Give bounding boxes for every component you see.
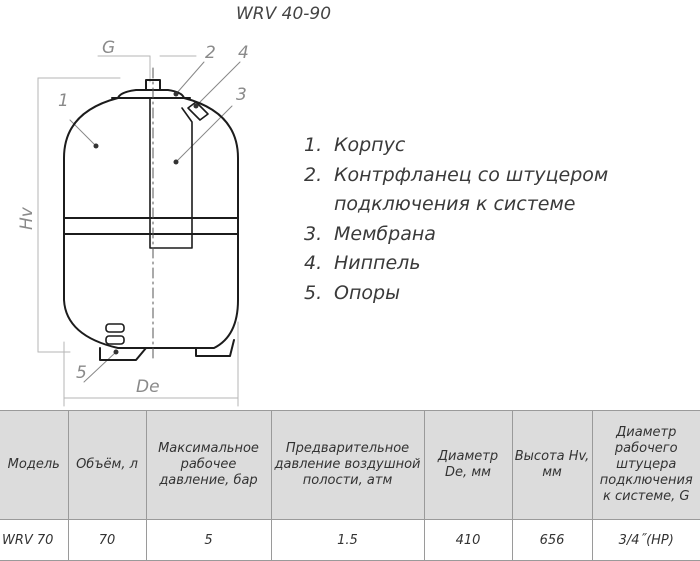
label-de: De bbox=[136, 377, 160, 397]
legend-item: подключения к системе bbox=[334, 193, 576, 215]
legend-item: 4.Ниппель bbox=[304, 252, 421, 274]
label-g: G bbox=[102, 38, 115, 58]
table-row: WRV 70 70 5 1.5 410 656 3/4˝(НР) bbox=[0, 519, 700, 561]
table-header-row: Модель Объём, л Максимальное рабочее дав… bbox=[0, 410, 700, 520]
header-model: Модель bbox=[0, 410, 69, 520]
cell-max-pressure: 5 bbox=[145, 519, 272, 561]
legend-item: 1.Корпус bbox=[304, 134, 406, 156]
callout-5: 5 bbox=[76, 363, 87, 383]
parts-legend: 1.Корпус 2.Контрфланец со штуцером подкл… bbox=[304, 131, 608, 308]
callout-3: 4 bbox=[238, 43, 249, 63]
cell-precharge: 1.5 bbox=[270, 519, 425, 561]
specs-table: Модель Объём, л Максимальное рабочее дав… bbox=[0, 410, 700, 561]
legend-item: 2.Контрфланец со штуцером bbox=[304, 163, 609, 186]
header-volume: Объём, л bbox=[67, 410, 147, 520]
cell-connection: 3/4˝(НР) bbox=[591, 519, 700, 561]
tank-diagram: G Hv De 1 2 4 3 5 bbox=[17, 38, 249, 407]
cell-volume: 70 bbox=[67, 519, 147, 561]
header-connection: Диаметр рабочего штуцера подключения к с… bbox=[591, 410, 700, 520]
header-height: Высота Hv, мм bbox=[511, 410, 593, 520]
cell-diameter: 410 bbox=[423, 519, 513, 561]
cell-model: WRV 70 bbox=[0, 519, 69, 561]
header-diameter: Диаметр De, мм bbox=[423, 410, 513, 520]
diagram-title: WRV 40-90 bbox=[236, 4, 332, 24]
header-max-pressure: Максимальное рабочее давление, бар bbox=[145, 410, 272, 520]
callout-1: 1 bbox=[58, 91, 69, 111]
cell-height: 656 bbox=[511, 519, 593, 561]
header-precharge: Предварительное давление воздушной полос… bbox=[270, 410, 425, 520]
callout-2: 2 bbox=[205, 43, 216, 63]
label-hv: Hv bbox=[17, 206, 37, 230]
legend-item: 5.Опоры bbox=[304, 281, 401, 304]
legend-item: 3.Мембрана bbox=[304, 222, 436, 245]
callout-4: 3 bbox=[236, 85, 247, 105]
